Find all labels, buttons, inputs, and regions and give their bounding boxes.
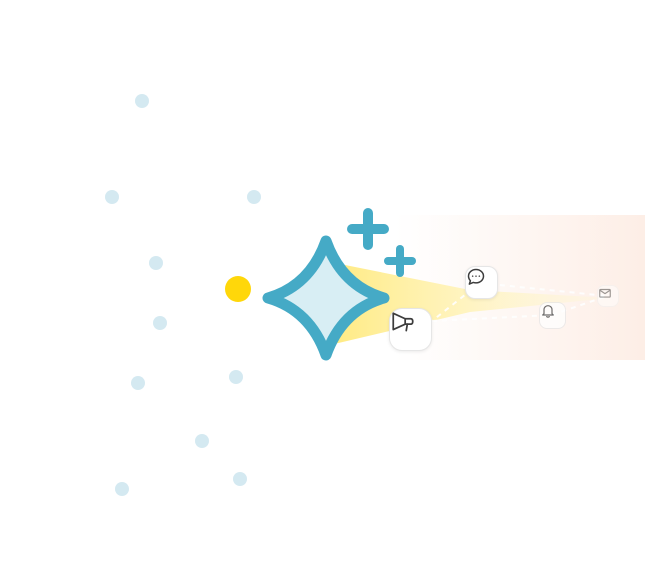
dot <box>131 376 145 390</box>
plus-icon <box>347 208 389 250</box>
dot <box>153 316 167 330</box>
dot <box>135 94 149 108</box>
plus-icon <box>384 245 416 277</box>
sun-dot <box>225 276 251 302</box>
dot <box>233 472 247 486</box>
dot <box>229 370 243 384</box>
megaphone-icon <box>392 312 414 332</box>
bell-chip <box>539 302 566 329</box>
mail-icon <box>599 288 611 298</box>
chat-bubble-chip <box>465 266 498 299</box>
dot <box>105 190 119 204</box>
dot <box>247 190 261 204</box>
chat-bubble-icon <box>467 268 485 285</box>
megaphone-chip <box>389 308 432 351</box>
sparkle-icon <box>262 235 390 361</box>
bell-icon <box>542 305 554 318</box>
dot <box>149 256 163 270</box>
decor-dots <box>105 94 261 496</box>
dot <box>115 482 129 496</box>
dot <box>195 434 209 448</box>
mail-chip <box>597 285 619 307</box>
